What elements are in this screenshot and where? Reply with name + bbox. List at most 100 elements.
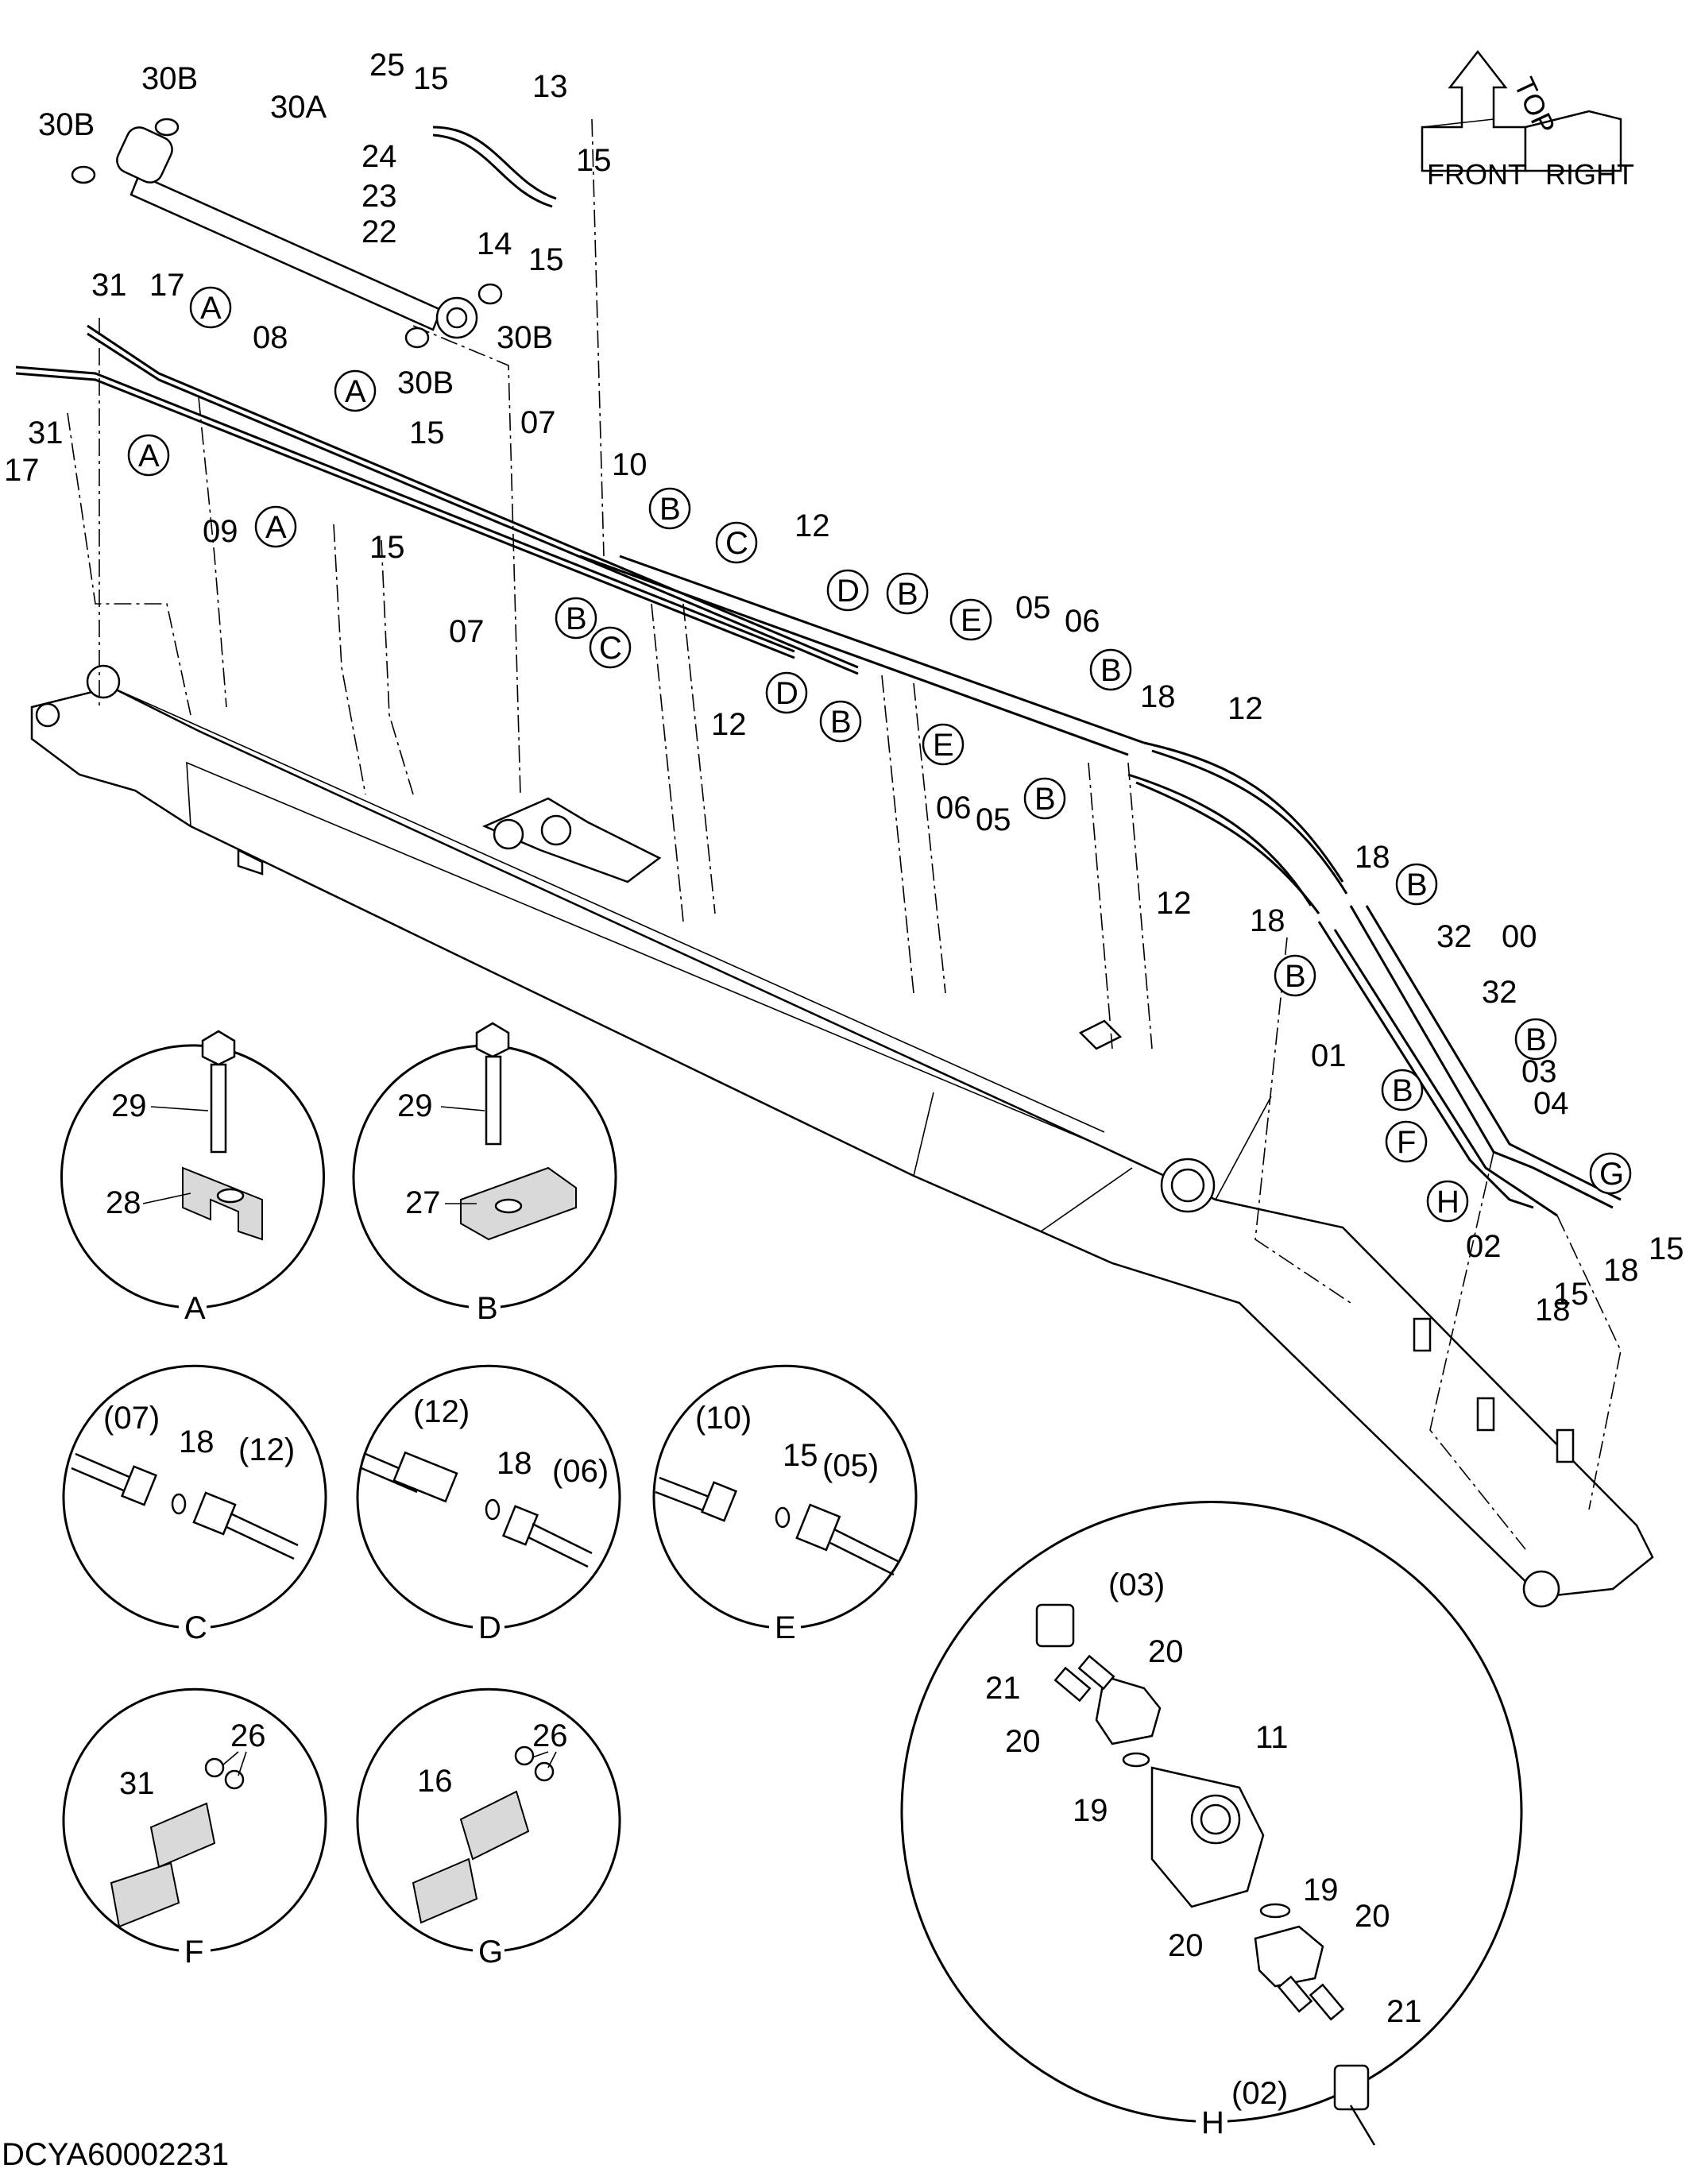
tag-E: E <box>949 598 992 641</box>
callout-08: 08 <box>253 320 288 355</box>
callout-16: 16 <box>417 1764 453 1799</box>
callout-27: 27 <box>405 1185 441 1220</box>
tag-A: A <box>189 286 232 329</box>
callout-19: 19 <box>1303 1873 1339 1908</box>
tag-B: B <box>555 597 597 640</box>
callout-30B: 30B <box>38 107 95 142</box>
callout-18: 18 <box>179 1424 215 1459</box>
drawing-id: DCYA60002231 <box>2 2137 230 2172</box>
detail-tags: A A A A B C B C D B E D B E B B B B B B … <box>127 286 1632 1223</box>
callout-04: 04 <box>1533 1086 1569 1121</box>
callout-09: 09 <box>203 514 238 549</box>
detail-caption-B: B <box>477 1291 498 1326</box>
ref-05: (05) <box>822 1448 879 1483</box>
tag-C: C <box>589 626 632 669</box>
callout-15: 15 <box>528 242 564 277</box>
detail-view-H: H (03) 20 21 20 11 19 19 20 20 21 (02) <box>900 1501 1523 2146</box>
callout-00: 00 <box>1502 919 1537 954</box>
detail-caption-D: D <box>478 1610 501 1645</box>
callout-26: 26 <box>230 1718 266 1753</box>
callout-20: 20 <box>1148 1634 1184 1669</box>
tag-B: B <box>1381 1069 1424 1111</box>
detail-caption-E: E <box>775 1610 796 1645</box>
detail-view-E: E (10) 15 (05) <box>652 1364 918 1645</box>
hydraulic-lines <box>15 324 1622 1217</box>
tag-B: B <box>1274 954 1316 997</box>
right-label: RIGHT <box>1545 158 1634 191</box>
ref-12: (12) <box>238 1432 295 1467</box>
callout-05: 05 <box>1015 590 1051 625</box>
callout-06: 06 <box>1065 604 1100 639</box>
callout-12: 12 <box>1156 886 1192 921</box>
callout-10: 10 <box>612 447 648 482</box>
leader-lines <box>67 118 1622 1550</box>
svg-text:B: B <box>566 601 587 636</box>
svg-text:B: B <box>1034 782 1056 817</box>
detail-view-B: B 29 27 <box>352 1022 617 1326</box>
tag-C: C <box>715 521 758 564</box>
detail-caption-G: G <box>478 1935 503 1969</box>
callout-07: 07 <box>520 405 556 440</box>
callout-18: 18 <box>1603 1253 1639 1288</box>
svg-text:E: E <box>933 728 954 763</box>
callout-19: 19 <box>1073 1793 1108 1828</box>
tag-B: B <box>886 572 929 615</box>
ref-10: (10) <box>695 1401 752 1436</box>
detail-view-A: A 29 28 <box>60 1030 325 1326</box>
main-callouts: 30B 30B 30A 25 15 13 24 23 22 15 14 15 3… <box>4 48 1684 1328</box>
svg-text:B: B <box>659 492 681 527</box>
callout-02: 02 <box>1466 1229 1502 1264</box>
callout-20: 20 <box>1005 1724 1041 1759</box>
callout-31: 31 <box>91 268 127 303</box>
callout-18: 18 <box>497 1446 532 1481</box>
svg-text:B: B <box>830 705 852 740</box>
svg-text:D: D <box>775 676 798 711</box>
callout-22: 22 <box>361 215 397 249</box>
callout-15: 15 <box>576 143 612 178</box>
callout-31: 31 <box>119 1766 155 1801</box>
callout-15: 15 <box>369 530 405 565</box>
callout-30A: 30A <box>270 90 327 125</box>
callout-32: 32 <box>1482 975 1517 1010</box>
svg-text:B: B <box>1285 959 1306 994</box>
callout-06: 06 <box>936 790 972 825</box>
detail-caption-F: F <box>184 1935 203 1969</box>
callout-14: 14 <box>477 226 512 261</box>
orientation-icon: FRONT RIGHT TOP <box>1421 49 1634 191</box>
detail-view-F: F 26 31 <box>62 1687 327 1969</box>
tag-A: A <box>127 434 170 477</box>
boom <box>30 664 1654 1608</box>
tag-D: D <box>765 671 808 714</box>
callout-28: 28 <box>106 1185 141 1220</box>
callout-20: 20 <box>1355 1899 1390 1934</box>
svg-text:B: B <box>1100 653 1122 688</box>
callout-31: 31 <box>28 416 64 450</box>
tag-B: B <box>819 700 862 743</box>
callout-30B: 30B <box>397 365 454 400</box>
callout-29: 29 <box>397 1088 433 1123</box>
callout-18: 18 <box>1250 903 1285 938</box>
tag-F: F <box>1385 1120 1428 1163</box>
svg-text:B: B <box>1392 1073 1413 1108</box>
svg-text:C: C <box>725 526 748 561</box>
callout-12: 12 <box>1227 691 1263 726</box>
ref-07: (07) <box>103 1401 160 1436</box>
svg-text:B: B <box>1525 1022 1547 1057</box>
detail-view-G: G 26 16 <box>356 1687 621 1969</box>
callout-15: 15 <box>1553 1277 1589 1312</box>
detail-caption-A: A <box>184 1291 206 1326</box>
tag-B: B <box>1395 863 1438 906</box>
tag-B: B <box>1514 1018 1557 1061</box>
callout-25: 25 <box>369 48 405 83</box>
tag-G: G <box>1589 1152 1632 1195</box>
ref-06: (06) <box>552 1454 609 1489</box>
cylinder-30A <box>71 118 503 349</box>
callout-18: 18 <box>1355 840 1390 875</box>
detail-caption-H: H <box>1201 2105 1224 2140</box>
svg-text:B: B <box>897 577 918 612</box>
hose-13 <box>432 126 557 208</box>
detail-caption-C: C <box>184 1610 207 1645</box>
tag-H: H <box>1426 1180 1469 1223</box>
callout-13: 13 <box>532 69 568 104</box>
svg-text:B: B <box>1406 868 1428 903</box>
